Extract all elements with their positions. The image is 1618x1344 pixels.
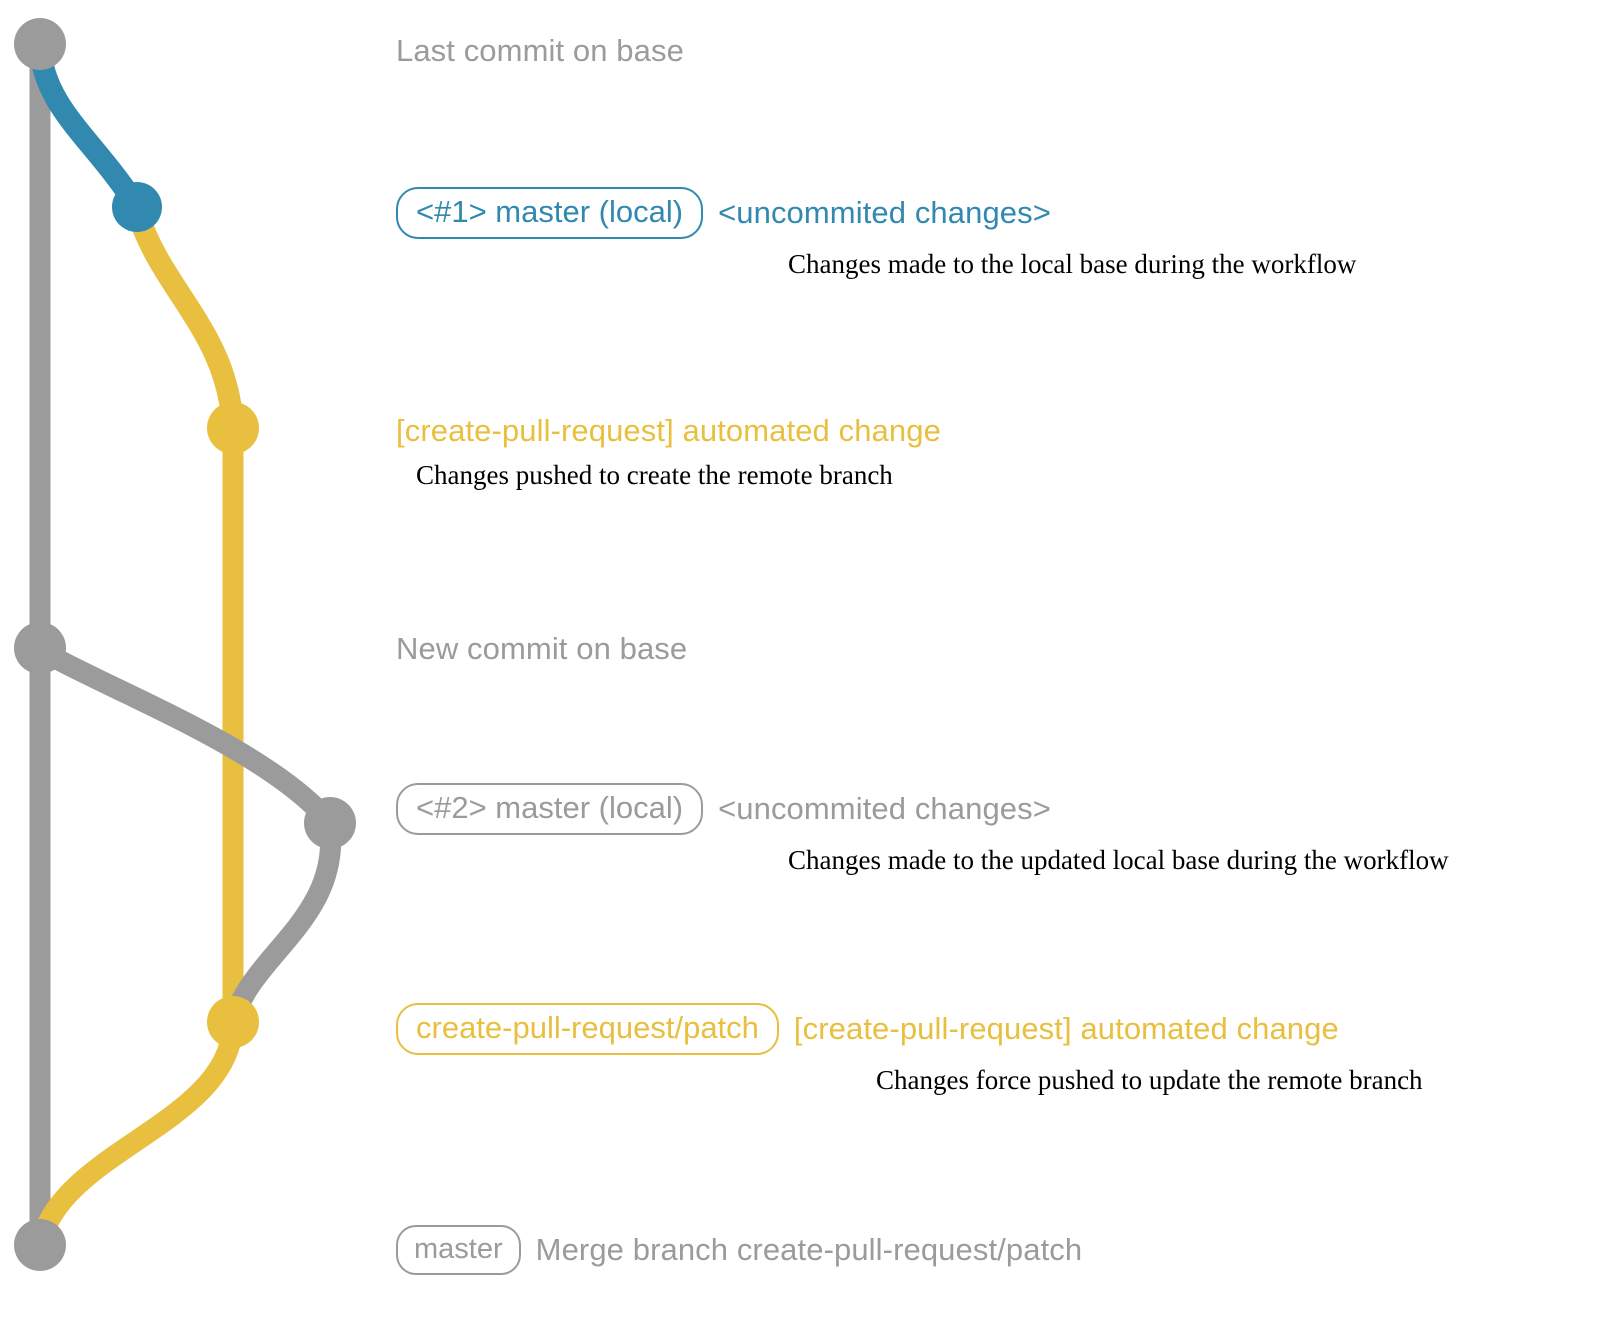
commit-title-automated-change-1: [create-pull-request] automated change [396, 413, 941, 448]
badge-row-merge-branch: master Merge branch create-pull-request/… [396, 1225, 1082, 1275]
commit-node-last-base[interactable] [14, 18, 66, 70]
commit-description-automated-change-1: Changes pushed to create the remote bran… [416, 460, 893, 490]
commit-node-master-local-1[interactable] [112, 182, 162, 232]
row-master-local-2: <#2> master (local) <uncommited changes>… [396, 783, 1449, 877]
commit-graph-svg [14, 18, 356, 1271]
edge-patch2-to-merge [29, 1014, 244, 1256]
row-master-local-1: <#1> master (local) <uncommited changes>… [396, 187, 1356, 281]
commit-description-automated-change-2: Changes force pushed to update the remot… [876, 1065, 1423, 1095]
row-last-commit-on-base: Last commit on base [396, 32, 684, 70]
branch-badge-master-local-1[interactable]: <#1> master (local) [396, 187, 704, 239]
commit-title-master-local-2: <uncommited changes> [718, 791, 1051, 826]
edge-local1-to-patch1 [126, 199, 244, 439]
commit-node-new-base[interactable] [14, 622, 66, 674]
commit-node-master-local-2[interactable] [304, 797, 356, 849]
commit-title-new-base: New commit on base [396, 631, 688, 666]
row-automated-change-2: create-pull-request/patch [create-pull-r… [396, 1003, 1423, 1097]
badge-row-automated-change-2: create-pull-request/patch [create-pull-r… [396, 1003, 1423, 1055]
commit-title-last-base: Last commit on base [396, 33, 684, 68]
row-new-commit-on-base: New commit on base [396, 630, 687, 668]
commit-title-master-local-1: <uncommited changes> [718, 195, 1051, 230]
branch-badge-create-pull-request-patch[interactable]: create-pull-request/patch [396, 1003, 779, 1055]
commit-title-automated-change-2: [create-pull-request] automated change [793, 1011, 1339, 1046]
commit-description-master-local-2: Changes made to the updated local base d… [788, 845, 1449, 875]
row-automated-change-1: [create-pull-request] automated change C… [396, 412, 941, 492]
edge-local2-to-patch2 [222, 815, 342, 1033]
branch-badge-master-local-2[interactable]: <#2> master (local) [396, 783, 704, 835]
badge-row-master-local-2: <#2> master (local) <uncommited changes> [396, 783, 1449, 835]
commit-node-merge[interactable] [14, 1219, 66, 1271]
edge-base-to-local2 [29, 639, 341, 834]
commit-node-automated-change-2[interactable] [207, 996, 259, 1048]
commit-node-automated-change-1[interactable] [207, 402, 259, 454]
commit-title-merge-branch: Merge branch create-pull-request/patch [535, 1232, 1083, 1267]
badge-row-master-local-1: <#1> master (local) <uncommited changes> [396, 187, 1356, 239]
commit-description-master-local-1: Changes made to the local base during th… [788, 249, 1357, 279]
row-merge-branch: master Merge branch create-pull-request/… [396, 1225, 1082, 1275]
edge-base-to-local1 [29, 37, 148, 218]
branch-badge-master[interactable]: master [396, 1225, 521, 1275]
